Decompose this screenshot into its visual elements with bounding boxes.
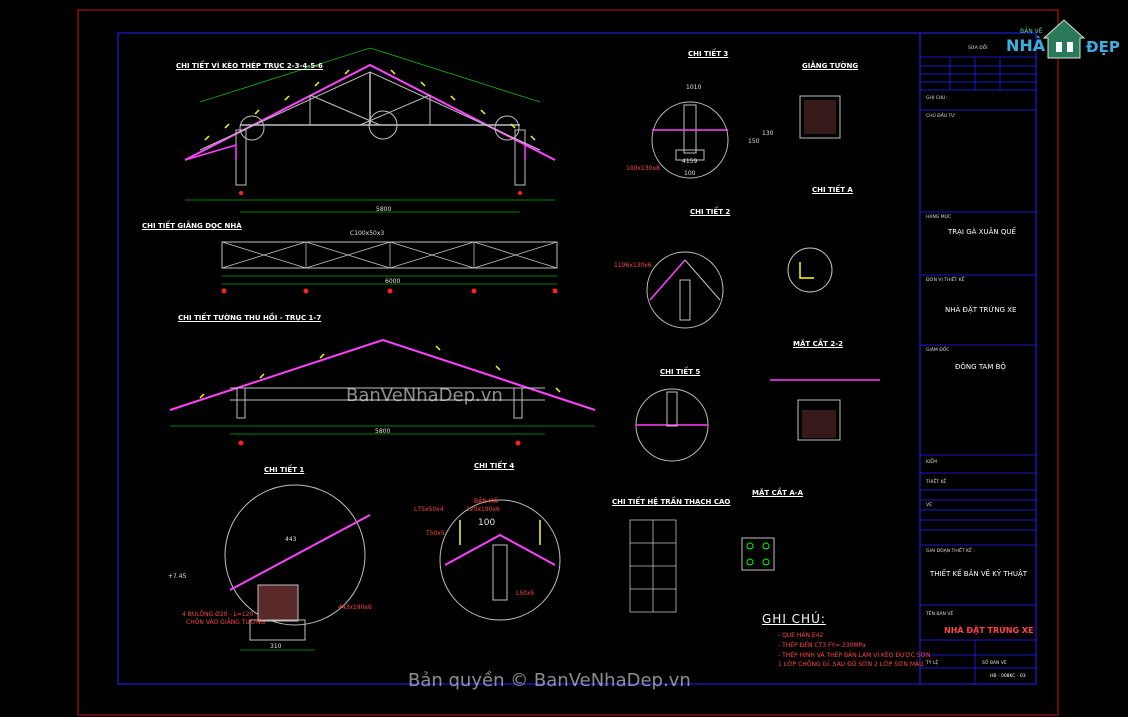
tb-drawing: NHÀ ĐẶT TRỨNG XE [944,626,1034,635]
tb-draw: VẼ [926,503,932,508]
truss-total-dim: 5800 [376,206,392,213]
detail-1-title: CHI TIẾT 1 [264,466,305,474]
main-truss [184,47,556,213]
d4-plate-dim: 120x190x6 [466,506,500,513]
gable-title: CHI TIẾT TƯỜNG THU HỒI - TRỤC 1-7 [178,314,322,322]
tb-sheet: SỐ BẢN VẼ [982,661,1007,666]
tb-code: HB - 008KC - 03 [990,674,1026,679]
section-22-title: MẶT CẮT 2-2 [793,340,844,348]
tb-designer: ĐÔNG TAM BỘ [955,363,1006,371]
d3-130-dim: 130 [762,130,774,137]
outer-border [77,9,1059,716]
detail-4 [439,499,561,621]
truss-title: CHI TIẾT VÌ KÈO THÉP TRỤC 2-3-4-5-6 [176,62,323,70]
logo-text-right: ĐẸP [1086,38,1120,56]
gable-wall [169,338,596,446]
title-block-lines [920,56,1036,684]
section-aa [741,537,775,571]
detail-3-title: CHI TIẾT 3 [688,50,729,58]
note-line-1: - QUE HÀN E42 [778,632,824,639]
note-line-3: - THÉP HÌNH VÀ THÉP BẢN LÀM VÌ KÈO ĐƯỢC … [778,652,931,659]
detail-1 [224,484,371,651]
tb-owner: TRẠI GÀ XUÂN QUẾ [948,228,1016,236]
d1-bolt-note: 4 BULÔNG Ø20 - L=120 [182,611,254,618]
inner-border [117,32,1037,685]
tb-revision: SỬA ĐỔI [968,46,988,51]
d1-443-dim: 443 [285,536,297,543]
tb-owner-label: CHỦ ĐẦU TƯ [926,114,956,119]
tb-phase: THIẾT KẾ BẢN VẼ KỸ THUẬT [930,570,1028,578]
wall-brace-title: GIẰNG TƯỜNG [802,62,859,70]
logo-text-mid: NHÀ [1006,36,1046,55]
site-logo: BẢN VẼ NHÀ ĐẸP [1004,14,1122,64]
ridge-title: CHI TIẾT GIẰNG DỌC NHÀ [142,222,242,230]
watermark-center: BanVeNhaDep.vn [346,385,503,406]
section-aa-title: MẶT CẮT A-A [752,489,804,497]
ceiling-title: CHI TIẾT HỆ TRẦN THẠCH CAO [612,498,731,506]
detail-5-title: CHI TIẾT 5 [660,368,701,376]
d4-ban-ma-dim: BẢN MÃ [474,498,498,505]
detail-a-title: CHI TIẾT A [812,186,853,194]
tb-design: THIẾT KẾ [926,480,947,485]
d1-bolt-note-2: CHÔN VÀO GIẰNG TƯỜNG [186,619,266,626]
tb-designer-label: ĐƠN VỊ THIẾT KẾ [926,278,965,283]
note-line-2: - THÉP ĐẾN CT3 FY= 230MPa [778,642,866,649]
d1-level-dim: +7.45 [168,573,187,580]
d3-4159-dim: 4159 [682,158,698,165]
detail-2-title: CHI TIẾT 2 [690,208,731,216]
d4-l50-dim: L50x5 [516,590,535,597]
tb-project: NHÀ ĐẶT TRỨNG XE [945,306,1017,314]
detail-5 [635,379,880,462]
ridge-bracing [221,241,558,294]
ridge-total-dim: 6000 [385,278,401,285]
d3-plate-dim: 100x130x8 [626,165,660,172]
tb-phase-label: GIAI ĐOẠN THIẾT KẾ : [926,549,975,554]
d2-plate-dim: 1196x130x6 [614,262,652,269]
d1-total-dim: 310 [270,643,282,650]
note-line-4: 1 LỚP CHỐNG GỈ, SAU ĐÓ SƠN 2 LỚP SƠN MÀU [778,661,924,668]
ridge-c100-dim: C100x50x3 [350,230,385,237]
d1-plate-dim: 443x190x6 [338,604,372,611]
notes-title: GHI CHÚ: [762,612,826,626]
gable-total-dim: 5800 [375,428,391,435]
tb-check: KIỂM [926,460,938,465]
d4-100-dim: 100 [478,518,496,528]
watermark-bottom: Bản quyền © BanVeNhaDep.vn [408,670,691,691]
d4-angle-dim: L75x50x4 [414,506,444,513]
tb-drawing-label: TÊN BẢN VẼ [926,612,954,617]
tb-note: GHI CHÚ: [926,96,947,101]
detail-3 [651,95,841,179]
detail-2 [646,247,833,329]
detail-4-title: CHI TIẾT 4 [474,462,515,470]
d3-1010-dim: 1010 [686,84,702,91]
tb-director: GIÁM ĐỐC [926,348,950,353]
house-icon [1042,19,1086,59]
ceiling-grid [629,519,677,613]
tb-project-label: HẠNG MỤC [926,215,952,220]
d3-100-dim: 100 [684,170,696,177]
tb-scale: TỶ LỆ [926,661,939,666]
d3-150-dim: 150 [748,138,760,145]
logo-text-top: BẢN VẼ [1020,28,1043,35]
d4-t50-dim: T50x5 [426,530,445,537]
